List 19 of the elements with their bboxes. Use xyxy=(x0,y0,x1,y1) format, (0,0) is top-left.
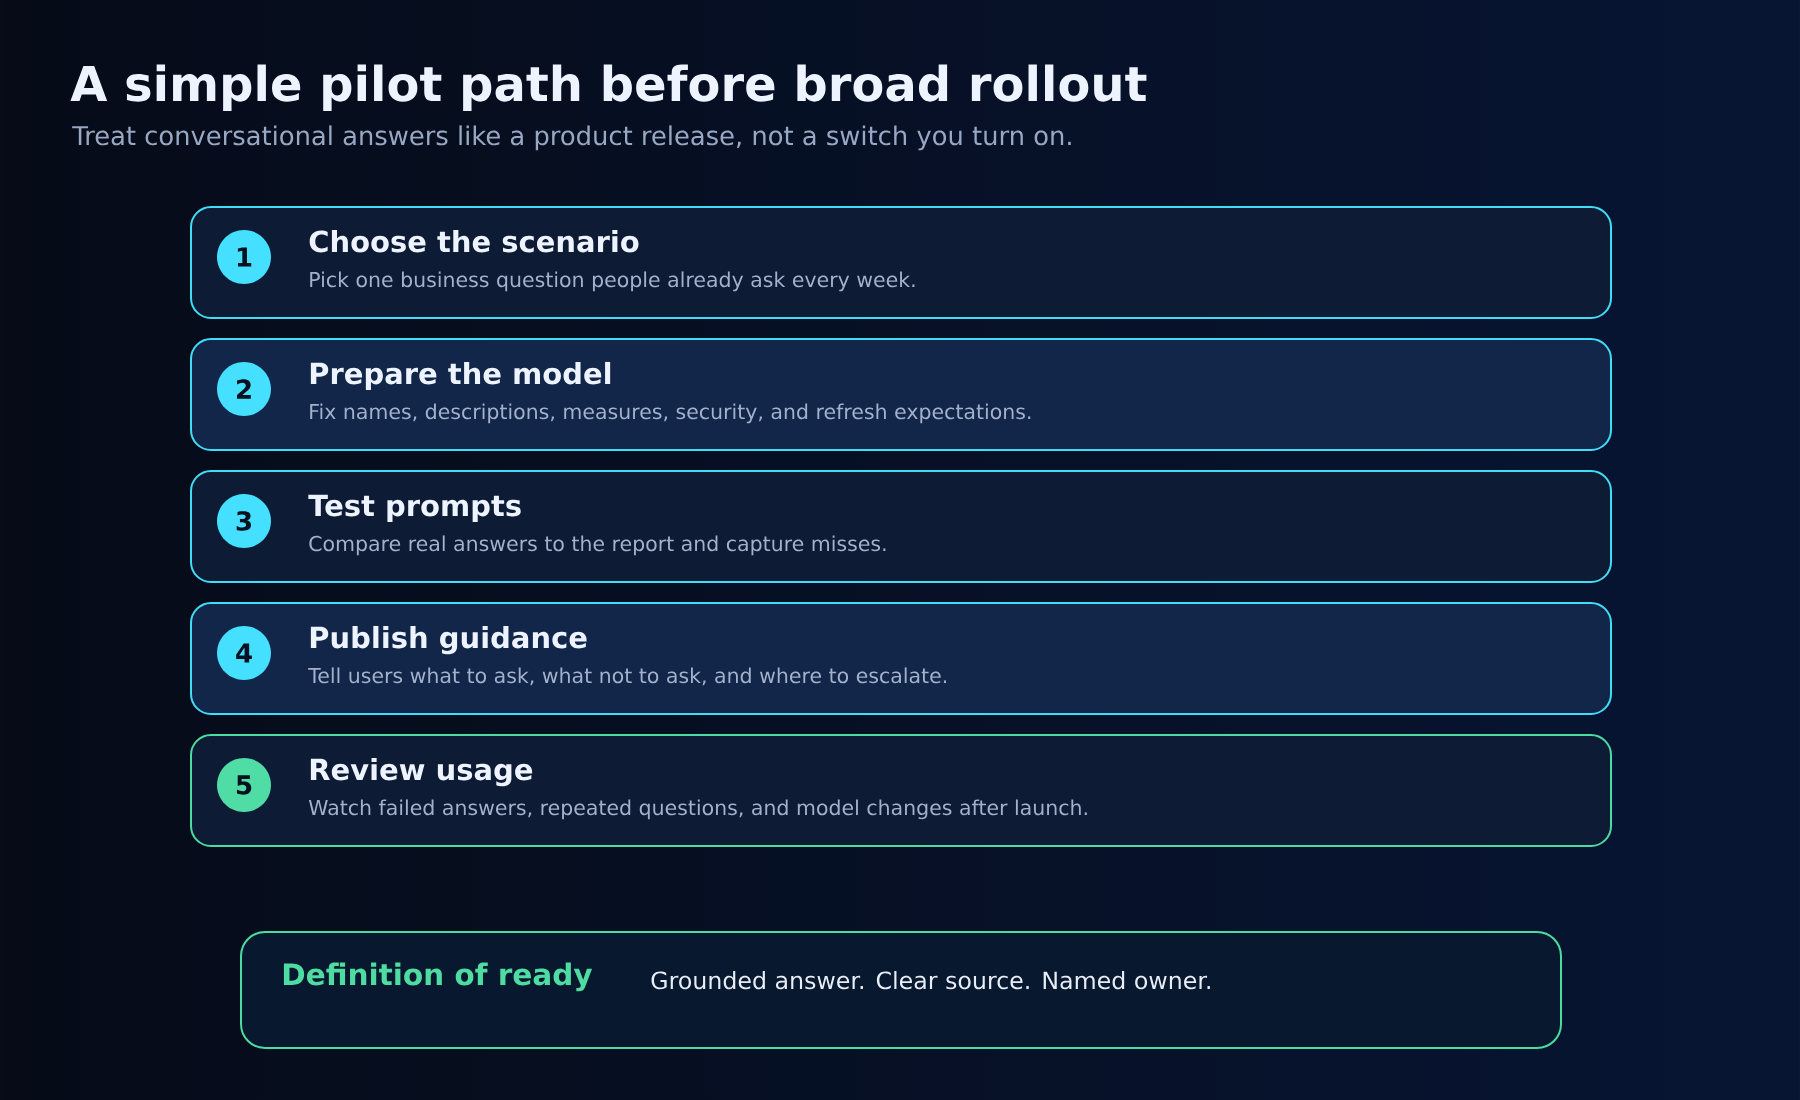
step-title: Review usage xyxy=(310,757,533,787)
number-badge: 4 xyxy=(217,626,271,680)
title: A simple pilot path before broad rollout xyxy=(70,64,1147,111)
step-description: Watch failed answers, repeated questions, and model changes after launch. xyxy=(308,799,1087,820)
step-description: Pick one business question people already ask every week. xyxy=(310,271,915,292)
step-title: Prepare the model xyxy=(310,361,611,390)
step-description: Fix names, descriptions, measures, security, and refresh expectations. xyxy=(310,403,1031,424)
step-title: Publish guidance xyxy=(310,625,587,655)
step-title: Test prompts xyxy=(308,494,521,522)
step-description: Tell users what to ask, what not to ask, and where to escalate. xyxy=(308,667,947,686)
subtitle: Treat conversational answers like a product release, not a switch you turn on. xyxy=(72,125,1071,151)
number-badge: 1 xyxy=(217,230,271,284)
number-badge: 5 xyxy=(217,758,271,812)
number-badge: 2 xyxy=(217,362,271,416)
definition-text: Grounded answer. Clear source. Named owner. xyxy=(651,971,1210,990)
number-badge: 3 xyxy=(217,494,271,548)
step-title: Choose the scenario xyxy=(309,229,639,253)
step-description: Compare real answers to the report and capture misses. xyxy=(309,535,886,556)
definition-heading: Definition of ready xyxy=(283,962,593,992)
